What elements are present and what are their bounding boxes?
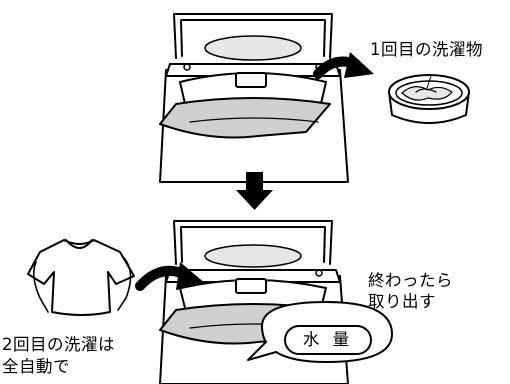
remove-caption-line1: 終わったら <box>368 271 453 290</box>
laundry-tub-icon <box>388 74 470 124</box>
curved-arrow-icon-top <box>313 52 374 79</box>
second-wash-caption-line2: 全自動で <box>2 357 70 376</box>
second-wash-caption-line1: 2回目の洗濯は <box>2 335 115 354</box>
curved-arrow-icon-bottom <box>135 262 206 291</box>
tshirt-icon <box>27 239 135 316</box>
first-load-caption: 1回目の洗濯物 <box>370 40 483 59</box>
water-level-badge: 水 量 <box>284 325 372 355</box>
down-arrow-icon <box>236 172 273 210</box>
remove-caption-line2: 取り出す <box>368 292 436 311</box>
washing-machine-icon-top <box>159 13 349 183</box>
